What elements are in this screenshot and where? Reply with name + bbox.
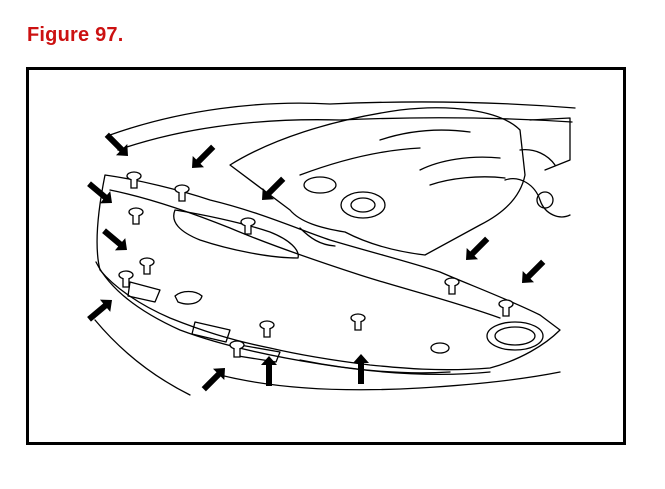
- arrow-6: [87, 299, 112, 322]
- clip-1: [126, 171, 142, 189]
- cowl-cover-panel: [96, 174, 561, 371]
- hose: [504, 178, 571, 218]
- arrow-4: [262, 176, 286, 200]
- clip-2: [174, 184, 190, 202]
- clip-3: [128, 207, 144, 225]
- engine-cover: [229, 107, 526, 256]
- arrow-8: [261, 356, 277, 386]
- clip-5: [139, 257, 155, 275]
- clip-10: [444, 277, 460, 295]
- figure-title: Figure 97.: [27, 24, 124, 46]
- arrow-5: [102, 228, 127, 251]
- figure-frame: [26, 67, 626, 445]
- arrow-1: [104, 132, 128, 156]
- clip-6: [118, 270, 134, 288]
- clip-7: [259, 320, 275, 338]
- arrow-3: [87, 181, 112, 204]
- arrow-7: [201, 368, 225, 392]
- clip-11: [498, 299, 514, 317]
- arrow-10: [466, 236, 490, 260]
- hood-outline: [109, 101, 576, 136]
- arrow-2: [192, 144, 216, 168]
- arrow-9: [353, 354, 369, 384]
- arrow-11: [522, 259, 546, 283]
- clip-4: [240, 217, 256, 235]
- clip-9: [229, 340, 245, 358]
- bumper-line: [94, 319, 191, 396]
- clip-8: [350, 313, 366, 331]
